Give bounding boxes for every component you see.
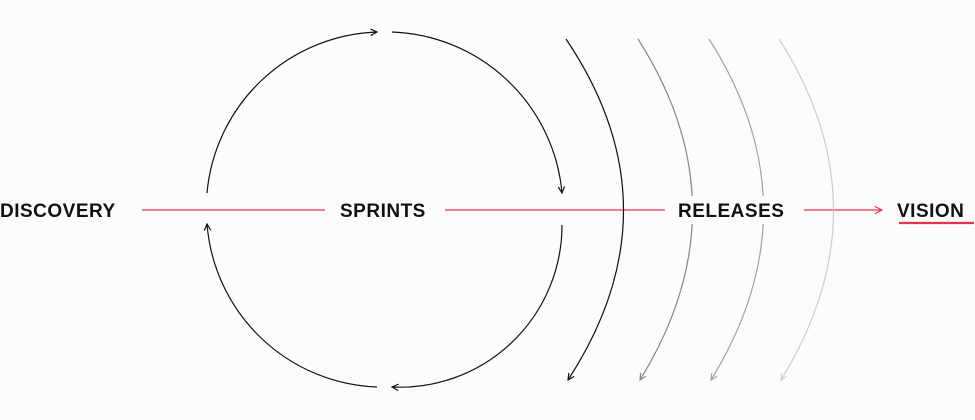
releases-label: RELEASES	[678, 201, 784, 222]
sprint-cycle-arc-bottom-right	[392, 224, 563, 387]
sprint-cycle-arc-bottom-left	[207, 224, 378, 388]
sprint-cycle-arc-top-right	[391, 31, 562, 193]
release-arc-1	[565, 38, 625, 380]
vision-label: VISION	[897, 201, 964, 222]
releases-label-backdrop	[668, 196, 798, 224]
discovery-label: DISCOVERY	[0, 201, 116, 222]
sprints-label: SPRINTS	[340, 201, 426, 222]
release-arc-4	[778, 38, 835, 380]
sprint-cycle-arc-top-left	[206, 32, 377, 194]
